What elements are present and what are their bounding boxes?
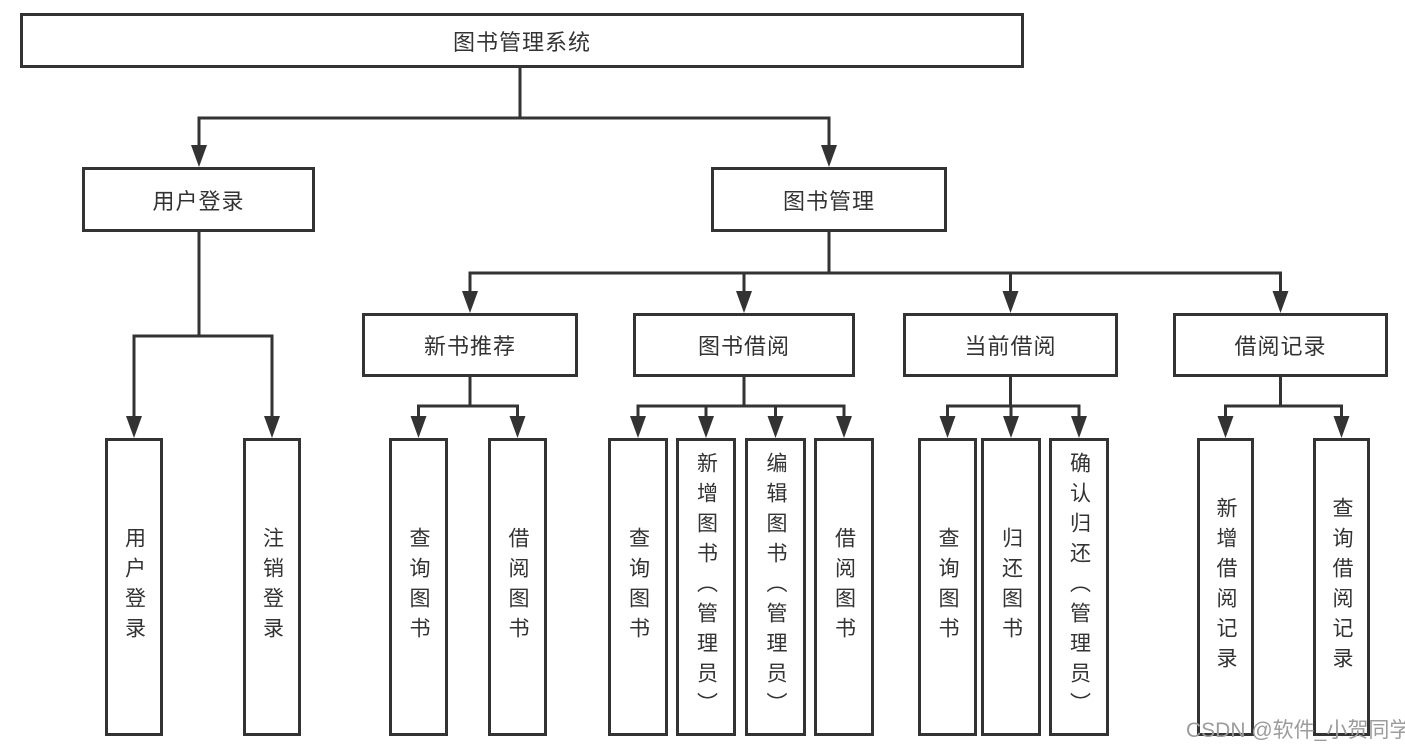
node-label: 用户登录: [152, 188, 245, 214]
node-label: 当前借阅: [964, 334, 1057, 359]
leaf-label: 注销登录: [260, 527, 284, 647]
leaf-borrow-books-recommendation: 借阅图书: [488, 438, 547, 736]
connector-book-management: [462, 230, 1289, 313]
csdn-watermark: CSDN @软件_小贺同学: [1186, 719, 1405, 742]
node-user-login: 用户登录: [82, 167, 315, 232]
leaf-label: 查询图书: [407, 527, 430, 647]
leaf-add-borrow-record: 新增借阅记录: [1197, 438, 1254, 736]
leaf-label: 新增借阅记录: [1214, 497, 1237, 677]
node-library-management-system: 图书管理系统: [20, 13, 1024, 68]
node-label: 图书管理系统: [452, 29, 591, 55]
connector-book-borrowing: [630, 375, 852, 438]
leaf-label: 编辑图书（管理员）: [764, 452, 787, 722]
leaf-label: 查询图书: [936, 527, 959, 647]
connector-current-borrowing: [939, 375, 1087, 438]
leaf-label: 确认归还（管理员）: [1067, 452, 1091, 722]
leaf-query-books-recommendation: 查询图书: [389, 438, 448, 736]
leaf-add-books-admin: 新增图书（管理员）: [676, 438, 736, 736]
node-borrowing-records: 借阅记录: [1173, 313, 1388, 377]
connector-new-book-recommendation: [410, 375, 526, 438]
node-label: 借阅记录: [1234, 334, 1327, 359]
connector-borrowing-records: [1217, 375, 1350, 438]
leaf-label: 查询图书: [626, 527, 650, 647]
leaf-user-login: 用户登录: [105, 438, 163, 736]
leaf-logout: 注销登录: [243, 438, 301, 736]
connector-user-login: [126, 230, 280, 438]
node-label: 图书管理: [782, 188, 875, 214]
leaf-label: 借阅图书: [832, 527, 856, 647]
leaf-label: 新增图书（管理员）: [694, 452, 718, 722]
leaf-query-books-borrowing: 查询图书: [608, 438, 668, 736]
leaf-confirm-return-admin: 确认归还（管理员）: [1049, 438, 1109, 736]
leaf-label: 归还图书: [999, 527, 1023, 647]
node-label: 新书推荐: [423, 334, 516, 359]
node-book-management: 图书管理: [711, 167, 947, 232]
connector-root: [191, 66, 837, 167]
leaf-query-borrow-record: 查询借阅记录: [1313, 438, 1370, 736]
node-book-borrowing: 图书借阅: [633, 313, 855, 377]
node-new-book-recommendation: 新书推荐: [362, 313, 578, 377]
node-label: 图书借阅: [697, 334, 790, 359]
leaf-edit-books-admin: 编辑图书（管理员）: [745, 438, 806, 736]
leaf-label: 查询借阅记录: [1330, 497, 1353, 677]
leaf-label: 借阅图书: [506, 527, 529, 647]
leaf-label: 用户登录: [122, 527, 146, 647]
node-current-borrowing: 当前借阅: [903, 313, 1118, 377]
leaf-query-books-current: 查询图书: [918, 438, 977, 736]
leaf-return-books: 归还图书: [981, 438, 1041, 736]
leaf-borrow-books-borrowing: 借阅图书: [814, 438, 874, 736]
